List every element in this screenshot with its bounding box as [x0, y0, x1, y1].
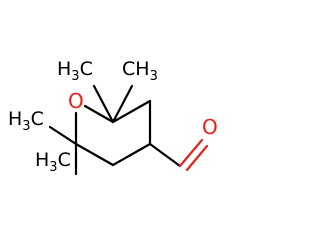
- bond-c2-methyl-right: [111, 84, 134, 124]
- molecule-drawing: H3C CH3 H3C H3C O O: [8, 58, 218, 176]
- bond-c2-methyl-left: [92, 84, 115, 124]
- methyl-top-right-label: CH3: [122, 58, 158, 84]
- methyl-top-left-label: H3C: [57, 58, 93, 84]
- bond-c5-c6: [74, 142, 115, 167]
- bond-c4-cho: [148, 142, 182, 168]
- ring-oxygen-label: O: [68, 89, 84, 113]
- structure-canvas: H3C CH3 H3C H3C O O: [8, 58, 218, 176]
- aldehyde-oxygen-label: O: [202, 115, 218, 139]
- bond-c6-methyl-left: [48, 125, 78, 146]
- bond-c4-c5: [111, 142, 152, 167]
- bond-co-double-2: [185, 144, 209, 172]
- methyl-mid-left-label: H3C: [8, 108, 44, 134]
- bond-c2-c3: [111, 99, 152, 124]
- bond-o-c2: [83, 104, 115, 124]
- bond-co-double-1: [178, 138, 204, 168]
- methyl-bottom-left-label: H3C: [35, 149, 71, 175]
